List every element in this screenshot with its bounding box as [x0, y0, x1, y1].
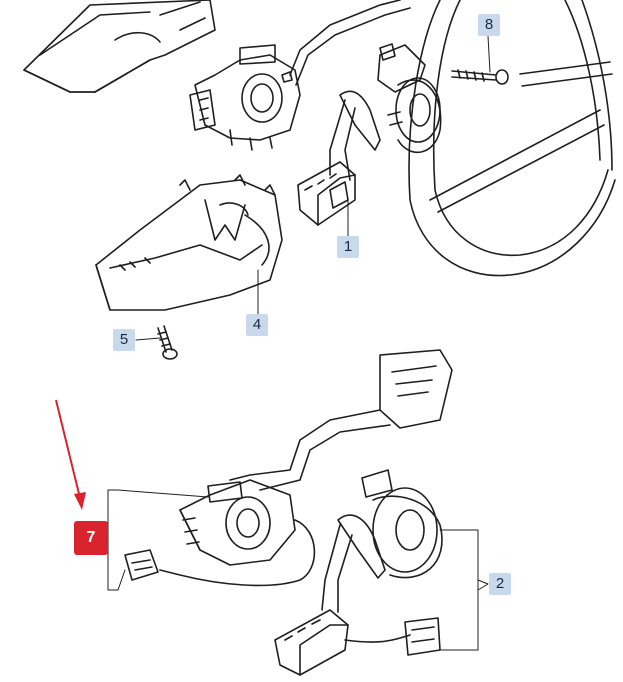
- upper-shroud: [23, 0, 216, 93]
- callout-2[interactable]: 2: [489, 573, 511, 595]
- upper-switch-assembly: [189, 0, 411, 151]
- highlight-arrow: [55, 399, 86, 510]
- screw-5: [157, 325, 178, 360]
- lower-assembly-7: [124, 349, 453, 676]
- stalk-part-1: [297, 43, 442, 226]
- callout-8[interactable]: 8: [478, 14, 500, 36]
- leader-lines: [107, 35, 491, 651]
- lower-shroud-4: [95, 174, 283, 311]
- callout-5[interactable]: 5: [113, 329, 135, 351]
- screw-8: [451, 69, 509, 85]
- callout-4[interactable]: 4: [246, 314, 268, 336]
- callout-1[interactable]: 1: [337, 236, 359, 258]
- steering-wheel: [408, 0, 616, 277]
- callout-7[interactable]: 7: [74, 521, 108, 555]
